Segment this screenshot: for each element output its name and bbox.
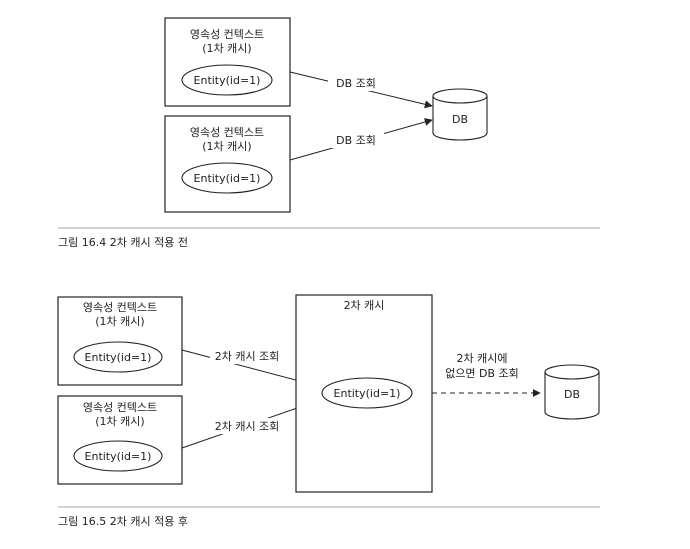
persistence-context-bottom: 영속성 컨텍스트 (1차 캐시) Entity(id=1) [164, 115, 291, 213]
context-title: 영속성 컨텍스트 [190, 28, 264, 41]
persistence-context-top: 영속성 컨텍스트 (1차 캐시) Entity(id=1) [57, 296, 183, 386]
context-subtitle: (1차 캐시) [202, 42, 251, 55]
cylinder-top [432, 88, 488, 104]
context-title: 영속성 컨텍스트 [83, 301, 157, 314]
db-fallback-label-line2: 없으면 DB 조회 [445, 367, 519, 380]
db-query-label-bottom: DB 조회 [336, 134, 376, 147]
figure-16-4: 영속성 컨텍스트 (1차 캐시) Entity(id=1) 영속성 컨텍스트 (… [58, 17, 600, 249]
entity-label: Entity(id=1) [85, 351, 152, 364]
db-label: DB [564, 388, 580, 401]
cache-query-label-top: 2차 캐시 조회 [215, 350, 280, 363]
entity-ellipse [321, 377, 413, 409]
arrow-label-backdrop [328, 75, 384, 91]
cache-query-label-bottom: 2차 캐시 조회 [215, 420, 280, 433]
cylinder-body [432, 96, 488, 141]
cylinder-top [544, 364, 600, 380]
db-query-label-top: DB 조회 [336, 77, 376, 90]
figure-16-5: 영속성 컨텍스트 (1차 캐시) Entity(id=1) 영속성 컨텍스트 (… [57, 294, 600, 528]
figure-caption: 그림 16.4 2차 캐시 적용 전 [58, 236, 188, 249]
context-title: 영속성 컨텍스트 [83, 401, 157, 414]
cylinder-body [544, 372, 600, 420]
entity-label: Entity(id=1) [194, 172, 261, 185]
cache-title: 2차 캐시 [344, 299, 385, 312]
context-title: 영속성 컨텍스트 [190, 126, 264, 139]
db-fallback-label-line1: 2차 캐시에 [457, 352, 508, 365]
entity-label: Entity(id=1) [85, 450, 152, 463]
arrow-label-backdrop [210, 348, 284, 364]
persistence-context-bottom: 영속성 컨텍스트 (1차 캐시) Entity(id=1) [57, 395, 183, 485]
database-cylinder: DB [544, 364, 600, 420]
entity-ellipse [73, 440, 163, 472]
second-level-cache: 2차 캐시 Entity(id=1) [295, 294, 433, 493]
entity-label: Entity(id=1) [194, 74, 261, 87]
arrow-label-backdrop [210, 418, 284, 434]
arrow-label-backdrop [328, 132, 384, 148]
db-label: DB [452, 113, 468, 126]
database-cylinder: DB [432, 88, 488, 141]
entity-ellipse [181, 64, 273, 96]
context-subtitle: (1차 캐시) [95, 315, 144, 328]
entity-label: Entity(id=1) [334, 387, 401, 400]
context-subtitle: (1차 캐시) [95, 415, 144, 428]
context-subtitle: (1차 캐시) [202, 140, 251, 153]
persistence-context-top: 영속성 컨텍스트 (1차 캐시) Entity(id=1) [164, 17, 291, 107]
figure-caption: 그림 16.5 2차 캐시 적용 후 [58, 515, 188, 528]
entity-ellipse [181, 162, 273, 194]
entity-ellipse [73, 341, 163, 373]
